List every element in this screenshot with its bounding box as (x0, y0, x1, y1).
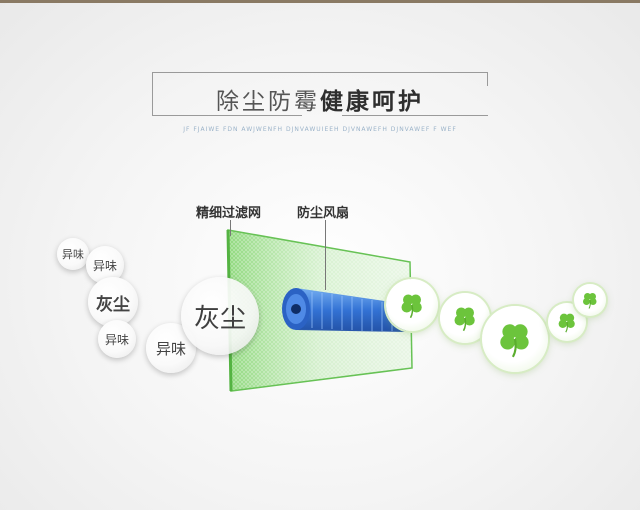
odor-bubble: 异味 (98, 320, 136, 358)
odor-bubble: 异味 (57, 238, 89, 270)
fan-leader-line (325, 220, 326, 290)
page-title: 除尘防霉健康呵护 (0, 82, 640, 116)
fan-cylinder (282, 288, 410, 332)
clover-icon (583, 293, 597, 309)
clover-bubble (548, 303, 586, 341)
dust-bubble: 灰尘 (88, 277, 138, 327)
filter-leader-line (230, 220, 231, 236)
clover-icon (500, 324, 529, 358)
top-border (0, 0, 640, 3)
clover-bubble (482, 306, 548, 372)
title-light: 除尘防霉 (216, 89, 320, 115)
clover-bubble (574, 284, 606, 316)
dust-bubble-large: 灰尘 (181, 277, 259, 355)
filter-label: 精细过滤网 (196, 206, 262, 221)
title-bold: 健康呵护 (320, 89, 424, 115)
clover-bubble (440, 293, 490, 343)
clover-icon (454, 307, 475, 332)
clover-icon (558, 313, 575, 333)
page-subtitle: JF FJAIWE FDN AWJWENFH DJNVAWUIEEH DJVNA… (183, 126, 457, 133)
clover-bubble (386, 279, 438, 331)
clover-icon (401, 294, 422, 319)
title-frame (152, 72, 488, 116)
fan-label: 防尘风扇 (297, 206, 350, 221)
